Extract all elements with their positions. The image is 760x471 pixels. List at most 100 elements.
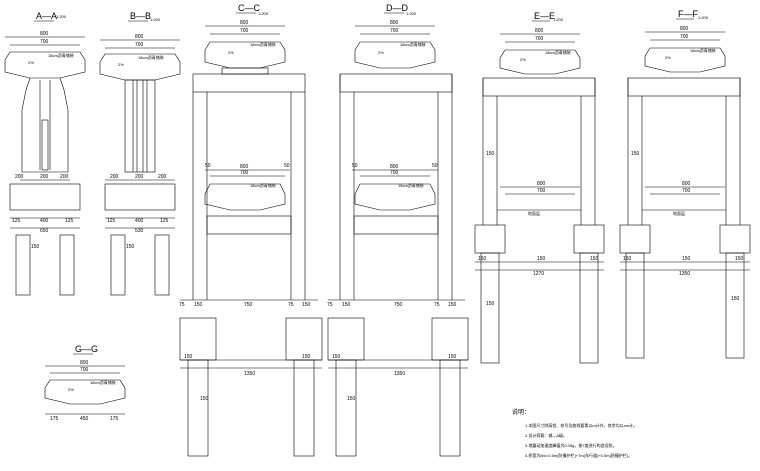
dd-col-l2: 150 bbox=[342, 302, 351, 308]
ff-width-deck: 700 bbox=[680, 34, 689, 40]
ee-w2-deck: 700 bbox=[537, 188, 546, 194]
dd-left-a: 50 bbox=[352, 163, 358, 169]
aa-cap2: 200 bbox=[40, 174, 49, 180]
gg-dim-l: 175 bbox=[50, 416, 59, 422]
ee-pile-len: 150 bbox=[486, 301, 495, 307]
bb-cap2: 200 bbox=[135, 174, 144, 180]
ee-bottom: 1270 bbox=[533, 271, 544, 277]
section-aa-title: A—A bbox=[36, 11, 57, 21]
section-ff-scale: 1:200 bbox=[698, 15, 709, 20]
bb-dim-a: 125 bbox=[107, 218, 116, 224]
ee-slope: 2% bbox=[520, 57, 526, 62]
aa-dim-b: 400 bbox=[40, 218, 49, 224]
ff-w2-deck: 700 bbox=[682, 188, 691, 194]
ff-width-total: 800 bbox=[680, 26, 689, 32]
bb-pile: 150 bbox=[126, 244, 135, 250]
section-aa: A—A 1:200 800 700 18cm沥青铺装 2% 200 200 20… bbox=[4, 11, 86, 296]
dd-right-a: 50 bbox=[432, 163, 438, 169]
dd-pave: 18cm沥青铺装 bbox=[400, 41, 426, 47]
ee-pave: 18cm沥青铺装 bbox=[545, 49, 571, 55]
dd-span: 750 bbox=[394, 302, 403, 308]
cc-bottom: 1350 bbox=[244, 371, 255, 377]
gg-slope: 2% bbox=[68, 387, 74, 392]
bb-dim-tot: 530 bbox=[135, 228, 144, 234]
note-2: 2.设计荷载：城—A级。 bbox=[525, 432, 567, 438]
section-ee-title: E—E bbox=[534, 11, 555, 21]
ee-ground: 地面层 bbox=[528, 210, 540, 216]
ee-mid: 150 bbox=[537, 256, 546, 262]
section-dd-scale: 1:200 bbox=[406, 11, 417, 16]
ff-pile-l: 150 bbox=[623, 256, 632, 262]
dd-width-total: 800 bbox=[390, 20, 399, 26]
note-3: 3.地震动加速度峰值为0.05g，按7度进行构造设防。 bbox=[525, 442, 617, 448]
gg-dim-m: 450 bbox=[80, 416, 89, 422]
note-1: 1.本图尺寸除高程、桩号及曲线要素以m计外，其余均以cm计。 bbox=[525, 422, 637, 428]
section-gg: G—G 800 700 18cm沥青铺装 2% 175 450 175 bbox=[44, 344, 126, 422]
section-cc-title: C—C bbox=[238, 3, 260, 13]
aa-pave: 18cm沥青铺装 bbox=[48, 52, 74, 58]
gg-width-total: 800 bbox=[80, 360, 89, 366]
cc-w2-deck: 700 bbox=[240, 170, 249, 176]
notes-block: 说明： 1.本图尺寸除高程、桩号及曲线要素以m计外，其余均以cm计。 2.设计荷… bbox=[512, 408, 637, 458]
ee-pile-l: 150 bbox=[478, 256, 487, 262]
aa-width-deck: 700 bbox=[40, 39, 49, 45]
dd-pave2: 18cm沥青铺装 bbox=[398, 182, 424, 188]
section-ee: E—E 1:200 800 700 18cm沥青铺装 2% 150 800 70… bbox=[474, 11, 605, 364]
gg-dim-r: 175 bbox=[110, 416, 119, 422]
ee-width-deck: 700 bbox=[535, 36, 544, 42]
note-4: 4.桥宽为8m=0.5m(防撞护栏)+7m(车行道)+0.5m(防撞护栏)。 bbox=[525, 452, 632, 458]
ff-side: 150 bbox=[631, 151, 640, 157]
aa-cap1: 200 bbox=[15, 174, 24, 180]
dd-width-deck: 700 bbox=[390, 28, 399, 34]
aa-dim-a: 125 bbox=[12, 218, 21, 224]
ff-pile-r: 150 bbox=[735, 256, 744, 262]
dd-col-r: 75 bbox=[434, 302, 440, 308]
dd-w2-total: 800 bbox=[390, 164, 399, 170]
cc-pave2: 18cm沥青铺装 bbox=[250, 182, 276, 188]
ee-width-total: 800 bbox=[535, 28, 544, 34]
aa-dim-c: 125 bbox=[65, 218, 74, 224]
bb-dim-c: 125 bbox=[160, 218, 169, 224]
cc-left-a: 50 bbox=[205, 163, 211, 169]
bb-width-deck: 700 bbox=[135, 42, 144, 48]
cc-pile-l: 150 bbox=[184, 354, 193, 360]
cc-pile-r: 150 bbox=[302, 354, 311, 360]
dd-pile-len: 150 bbox=[347, 396, 356, 402]
ff-pile-len: 150 bbox=[731, 296, 740, 302]
section-ff-title: F—F bbox=[678, 9, 698, 19]
ff-ground: 地面层 bbox=[673, 210, 685, 216]
cc-col-l: 75 bbox=[179, 302, 185, 308]
bb-cap1: 200 bbox=[110, 174, 119, 180]
section-dd: D—D 1:200 800 700 18cm沥青铺装 2% 50 50 800 … bbox=[327, 3, 469, 457]
section-ee-scale: 1:200 bbox=[553, 17, 564, 22]
ff-pave: 18cm沥青铺装 bbox=[690, 47, 716, 53]
section-bb-title: B—B bbox=[130, 11, 151, 21]
cc-width-deck: 700 bbox=[240, 28, 249, 34]
section-cc: C—C 1:200 800 700 18cm沥青铺装 2% 50 50 800 … bbox=[179, 3, 323, 457]
cc-slope: 2% bbox=[228, 50, 234, 55]
section-bb-scale: 1:200 bbox=[150, 17, 161, 22]
aa-width-total: 800 bbox=[40, 31, 49, 37]
cc-span: 750 bbox=[244, 302, 253, 308]
notes-title: 说明： bbox=[512, 408, 530, 416]
ee-w2-total: 800 bbox=[537, 181, 546, 187]
dd-w2-deck: 700 bbox=[390, 170, 399, 176]
aa-dim-tot: 650 bbox=[40, 228, 49, 234]
dd-pile-r: 150 bbox=[448, 354, 457, 360]
aa-cap3: 200 bbox=[60, 174, 69, 180]
dd-col-r2: 150 bbox=[448, 302, 457, 308]
bb-width-total: 800 bbox=[135, 34, 144, 40]
section-ff: F—F 1:200 800 700 18cm沥青铺装 2% 150 800 70… bbox=[619, 9, 751, 359]
section-aa-scale: 1:200 bbox=[56, 14, 67, 19]
dd-slope: 2% bbox=[378, 50, 384, 55]
cc-pile-len: 150 bbox=[200, 396, 209, 402]
dd-pile-l: 150 bbox=[332, 354, 341, 360]
cc-right-a: 50 bbox=[284, 163, 290, 169]
aa-pile: 150 bbox=[31, 244, 40, 250]
ff-slope: 2% bbox=[665, 55, 671, 60]
cc-w2-total: 800 bbox=[240, 164, 249, 170]
aa-slope: 2% bbox=[28, 60, 34, 65]
ee-side: 150 bbox=[486, 151, 495, 157]
ff-w2-total: 800 bbox=[682, 181, 691, 187]
